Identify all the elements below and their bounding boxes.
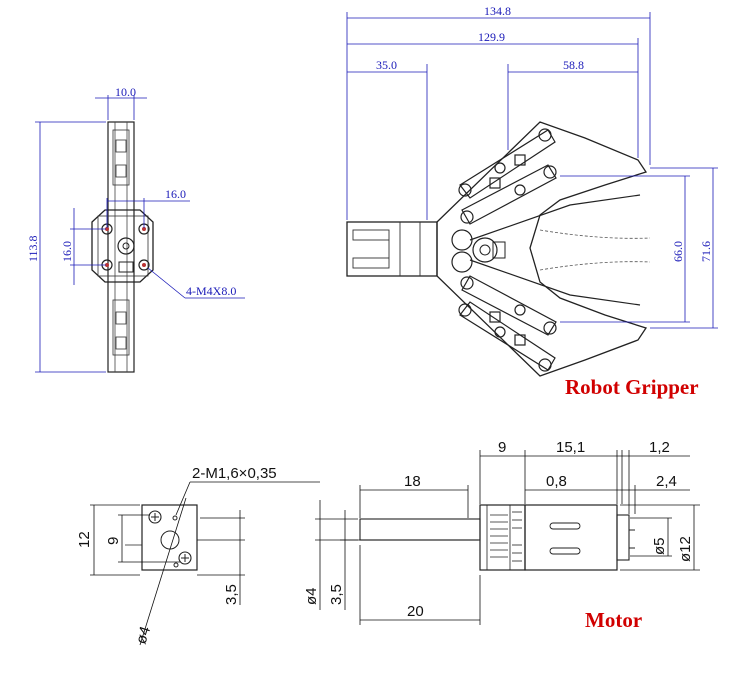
dim-dia-5: ø5 <box>651 537 668 555</box>
dim-dia-12: ø12 <box>677 536 694 562</box>
dim-shaft-20: 20 <box>407 603 424 620</box>
motor-front-view: 2-M1,6×0,35 12 9 3,5 ø4 <box>76 465 320 646</box>
dim-hole-spacing-v: 16.0 <box>60 241 74 262</box>
dim-shaft-18: 18 <box>404 473 421 490</box>
dim-outer-open: 71.6 <box>699 241 713 262</box>
center-hub <box>117 237 135 255</box>
dim-dia-4-left: ø4 <box>133 624 155 646</box>
screw-hole <box>138 259 150 271</box>
dim-hole-9: 9 <box>105 537 122 545</box>
dim-finger-length: 58.8 <box>563 58 584 72</box>
dim-dia-4-side: ø4 <box>303 587 320 605</box>
dim-gearbox-9: 9 <box>498 439 506 456</box>
dim-cap-12: 1,2 <box>649 439 670 456</box>
dim-inner-open: 66.0 <box>671 241 685 262</box>
gripper-top-view: 134.8 129.9 35.0 58.8 66.0 71.6 Robot Gr… <box>346 4 718 399</box>
dim-hole-spacing-h: 16.0 <box>165 187 186 201</box>
dim-cap-24: 2,4 <box>656 473 677 490</box>
dim-height-12: 12 <box>76 531 93 548</box>
dim-offset-35-left: 3,5 <box>223 584 240 605</box>
dim-overall-length: 134.8 <box>484 4 511 18</box>
motor-title: Motor <box>585 608 642 632</box>
dim-screw-spec: 4-M4X8.0 <box>186 284 236 298</box>
gripper-title: Robot Gripper <box>565 375 699 399</box>
motor-shaft-end <box>160 530 180 550</box>
dim-body-151: 15,1 <box>556 439 585 456</box>
side-bar <box>107 121 135 373</box>
motor-side-view: 18 9 15,1 1,2 0,8 2,4 20 ø4 3,5 ø5 ø12 M… <box>303 439 700 632</box>
mount-plate <box>91 209 154 283</box>
dim-base-length: 35.0 <box>376 58 397 72</box>
motor-shaft <box>359 518 481 541</box>
dim-offset-35-side: 3,5 <box>328 584 345 605</box>
gripper-outer-frame <box>436 121 648 377</box>
dim-gripper-length: 129.9 <box>478 30 505 44</box>
motor-screw-spec: 2-M1,6×0,35 <box>192 465 277 482</box>
dim-side-width: 10.0 <box>115 85 136 99</box>
motor-end-cap <box>616 514 630 561</box>
dim-side-height: 113.8 <box>26 235 40 262</box>
motor-body <box>524 504 618 571</box>
motor-face <box>141 504 198 571</box>
gripper-side-view: 10.0 113.8 16.0 16.0 4-M4X8.0 <box>26 85 245 373</box>
dim-gap-08: 0,8 <box>546 473 567 490</box>
